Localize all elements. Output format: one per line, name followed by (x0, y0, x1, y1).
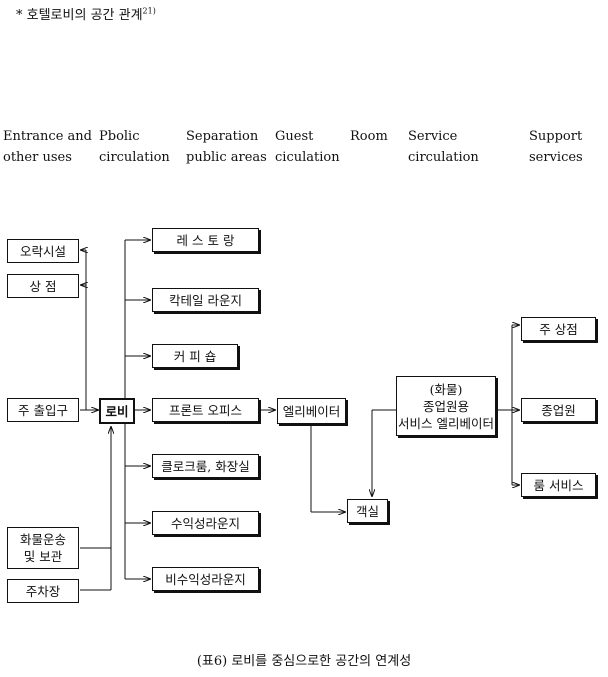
node-label: 주 출입구 (18, 402, 68, 418)
node-label: (화물) (429, 381, 463, 397)
node-cocktail-lounge: 칵테일 라운지 (152, 288, 259, 312)
node-cargo: 화물운송 및 보관 (7, 527, 79, 569)
node-label: 주차장 (25, 583, 61, 599)
node-label: 종업원용 (422, 398, 469, 414)
node-restaurant: 레 스 토 랑 (152, 228, 259, 252)
node-label: 커 피 숍 (173, 348, 217, 364)
node-elevator: 엘리베이터 (277, 398, 346, 424)
node-coffee-shop: 커 피 숍 (152, 344, 238, 368)
node-entertainment: 오락시설 (7, 239, 79, 263)
node-nonrevenue-lounge: 비수익성라운지 (152, 567, 259, 591)
column-header-line: Separation (186, 129, 259, 144)
column-header-public-circulation: Pbolic circulation (99, 126, 170, 168)
node-label: 룸 서비스 (533, 477, 584, 493)
node-label: 상 점 (29, 278, 57, 294)
node-service-elevator: (화물) 종업원용 서비스 엘리베이터 (396, 376, 496, 436)
node-label: 및 보관 (23, 549, 63, 564)
node-label: 클로크룸, 화장실 (161, 458, 250, 474)
column-header-line: Pbolic (99, 129, 140, 144)
column-header-line: other uses (3, 150, 72, 165)
column-header-entrance: Entrance and other uses (3, 126, 92, 168)
node-label: 오락시설 (19, 243, 66, 259)
node-cloakroom: 클로크룸, 화장실 (152, 454, 259, 478)
column-header-line: Entrance and (3, 129, 92, 144)
heading-text: 호텔로비의 공간 관계 (26, 8, 143, 23)
column-header-room: Room (350, 126, 388, 147)
node-parking: 주차장 (7, 579, 79, 603)
node-label: 주 상점 (539, 321, 578, 337)
column-header-line: Support (529, 129, 583, 144)
node-revenue-lounge: 수익성라운지 (152, 511, 259, 535)
column-header-line: Service (408, 129, 458, 144)
node-label: 객실 (355, 503, 379, 519)
node-label: 수익성라운지 (170, 515, 240, 531)
column-header-line: Room (350, 129, 388, 144)
node-label: 서비스 엘리베이터 (398, 415, 494, 431)
heading-bullet: * (16, 8, 23, 23)
node-main-entrance: 주 출입구 (7, 398, 79, 422)
node-label: 프론트 오피스 (169, 402, 242, 418)
column-header-line: circulation (99, 150, 170, 165)
column-header-line: public areas (186, 150, 267, 165)
node-label: 레 스 토 랑 (176, 232, 235, 248)
node-front-office: 프론트 오피스 (152, 398, 259, 422)
node-label: 칵테일 라운지 (169, 292, 242, 308)
column-header-line: services (529, 150, 583, 165)
node-label: 화물운송 (19, 532, 66, 547)
node-lobby: 로비 (99, 398, 135, 424)
node-label: 엘리베이터 (282, 403, 341, 419)
node-label: 비수익성라운지 (165, 571, 246, 587)
column-header-guest-circulation: Guest ciculation (275, 126, 340, 168)
node-guest-room: 객실 (347, 499, 388, 523)
node-room-service: 룸 서비스 (521, 473, 596, 497)
column-header-service-circulation: Service circulation (408, 126, 479, 168)
column-header-line: ciculation (275, 150, 340, 165)
column-header-separation: Separation public areas (186, 126, 267, 168)
node-label: 종업원 (541, 402, 576, 418)
node-label: 로비 (105, 403, 129, 419)
figure-caption: (표6) 로비를 중심으로한 공간의 연계성 (196, 654, 412, 669)
column-header-support-services: Support services (529, 126, 583, 168)
column-header-line: Guest (275, 129, 314, 144)
heading-footnote: 21) (142, 6, 156, 16)
node-shops: 상 점 (7, 274, 79, 298)
diagram-heading: * 호텔로비의 공간 관계21) (16, 4, 156, 23)
column-header-line: circulation (408, 150, 479, 165)
node-staff: 종업원 (521, 398, 596, 422)
node-main-shop: 주 상점 (521, 317, 596, 341)
